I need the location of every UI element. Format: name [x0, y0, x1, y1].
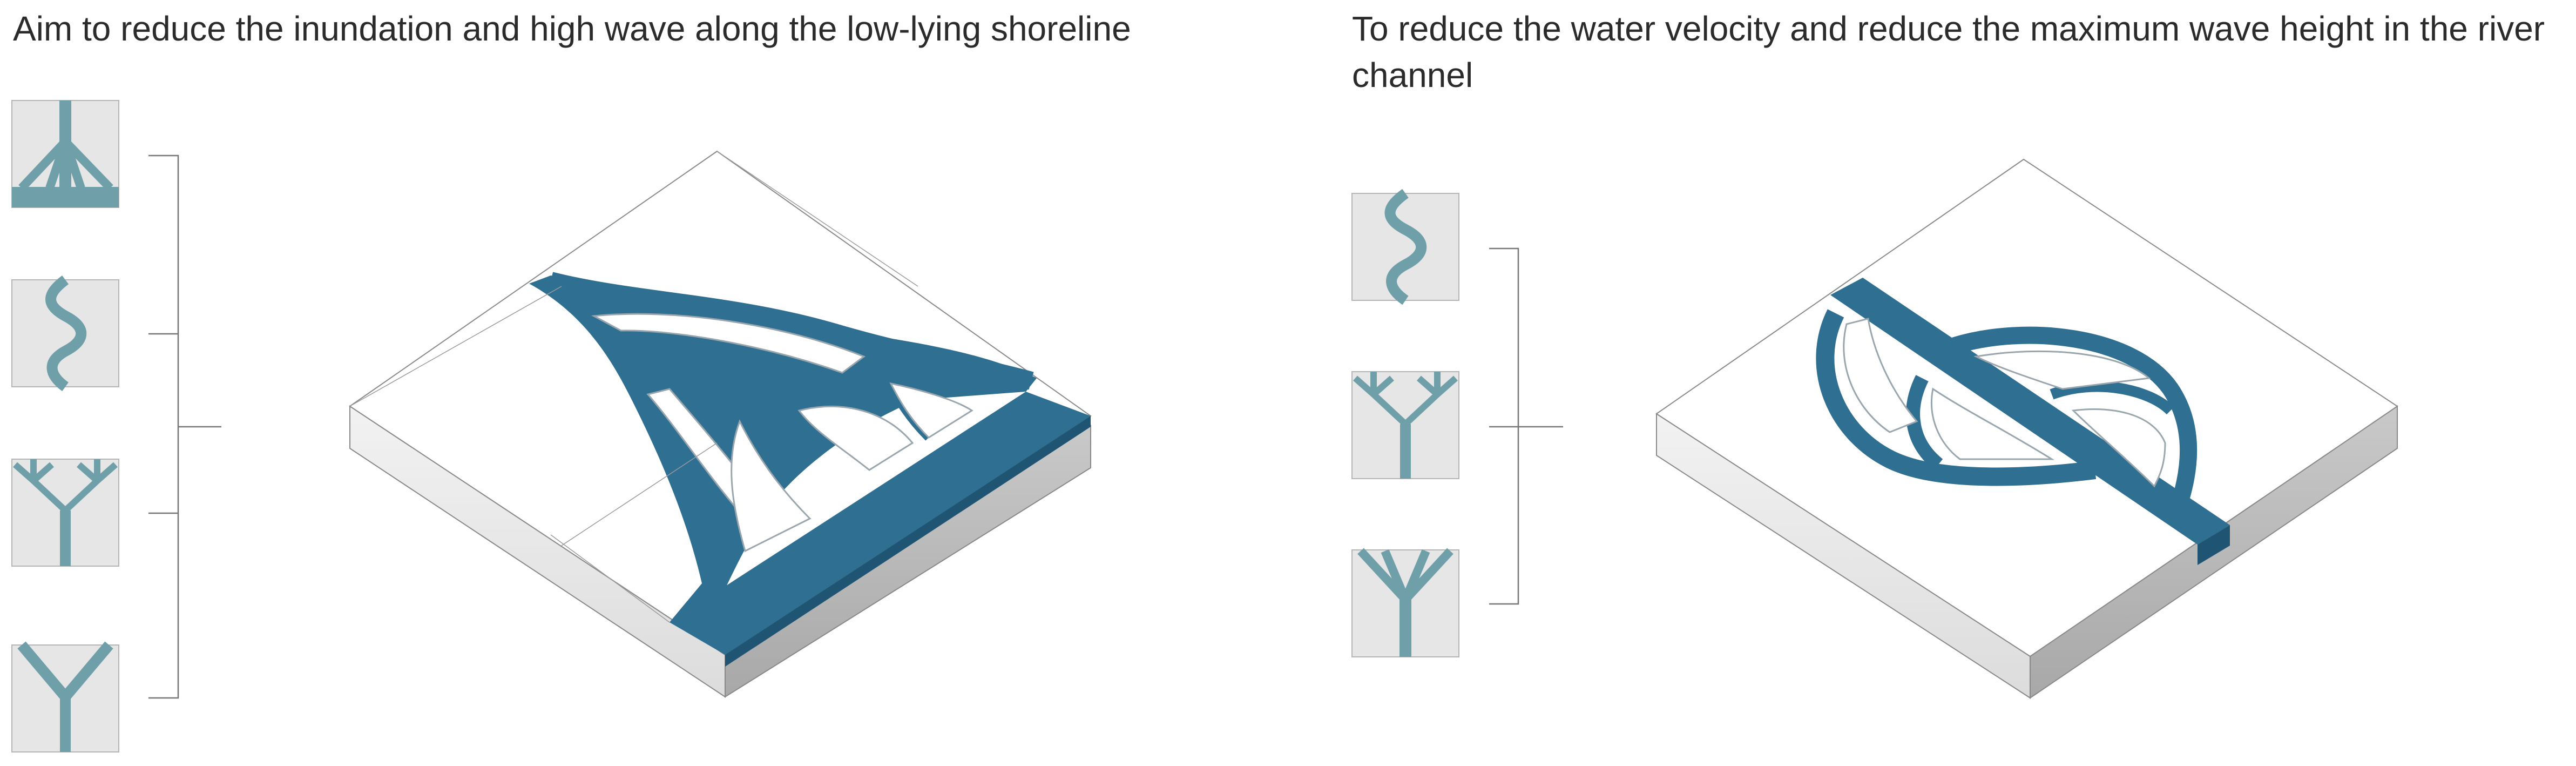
icon-fan-channel — [11, 100, 119, 208]
river-channel-diagram — [1351, 158, 2398, 699]
icon-meander-channel — [11, 276, 119, 392]
icon-dendritic-channel — [11, 459, 119, 567]
icon-fan-y-channel — [1351, 548, 1459, 657]
panel-caption: Aim to reduce the inundation and high wa… — [13, 9, 1131, 48]
shoreline-diagram — [11, 100, 1092, 752]
shoreline-block — [349, 150, 1092, 698]
icon-meander-channel — [1351, 189, 1459, 305]
panel-caption: To reduce the water velocity and reduce … — [1352, 9, 2545, 95]
icon-y-branch-channel — [11, 641, 119, 752]
panel-river-channel-strategy: To reduce the water velocity and reduce … — [1296, 0, 2576, 766]
icon-dendritic-channel — [1351, 371, 1459, 479]
icon-bracket — [1489, 247, 1563, 605]
panel-shoreline-strategy: Aim to reduce the inundation and high wa… — [11, 9, 1131, 752]
icon-bracket — [148, 154, 221, 699]
river-block — [1655, 158, 2398, 699]
